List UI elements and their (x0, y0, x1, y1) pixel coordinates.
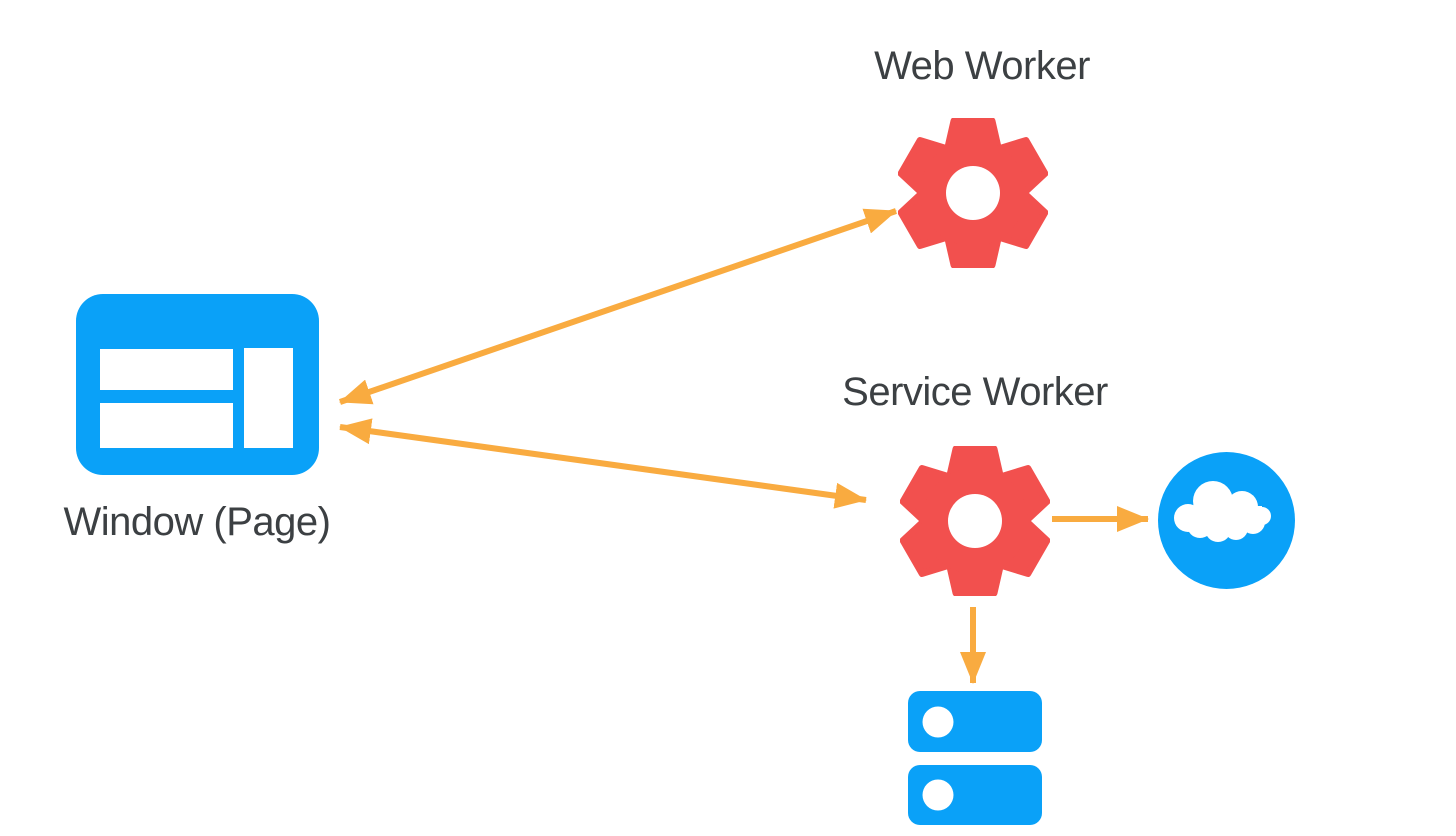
window-page-label: Window (Page) (63, 500, 331, 544)
browser-window-icon (76, 294, 319, 475)
service-worker-label: Service Worker (842, 370, 1108, 414)
web-worker-gear-icon (898, 118, 1048, 268)
service-worker-gear-icon (900, 446, 1050, 596)
arrow-window-service-worker (339, 418, 867, 509)
arrow-window-web-worker (339, 208, 897, 405)
cloud-network-icon (1158, 452, 1295, 589)
web-worker-label: Web Worker (874, 44, 1090, 88)
storage-database-icon (908, 691, 1042, 825)
